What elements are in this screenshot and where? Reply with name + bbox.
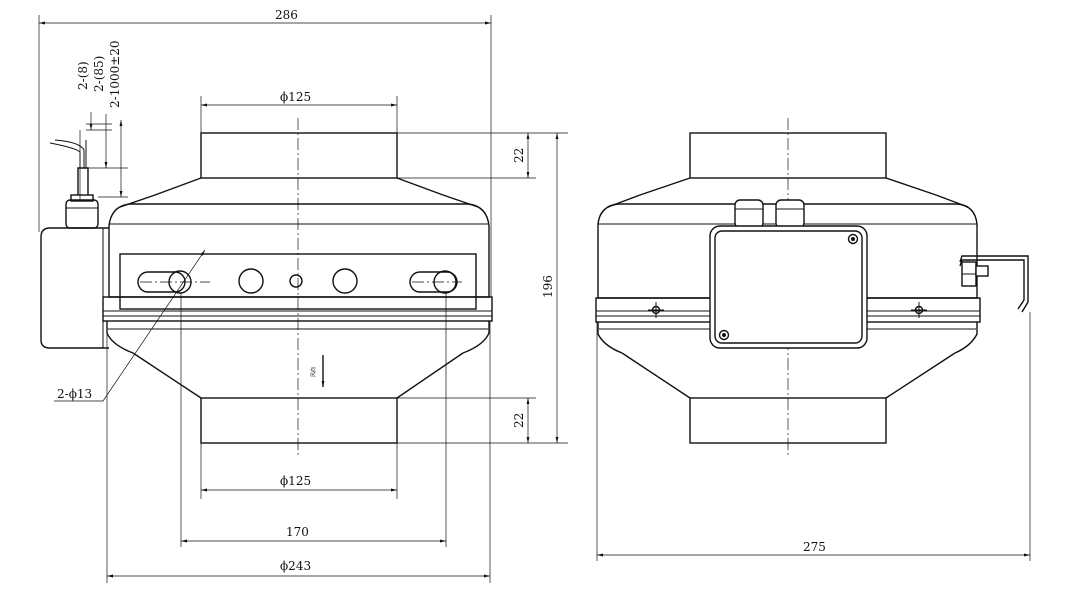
leader-mount-holes bbox=[54, 249, 206, 402]
dim-275: 275 bbox=[803, 540, 826, 554]
front-lower-cone bbox=[132, 352, 464, 399]
side-terminal-screw-bl bbox=[718, 329, 730, 341]
flow-arrow-label: 风向 bbox=[310, 367, 317, 377]
front-lower-body bbox=[106, 321, 490, 354]
front-plate-hole-right bbox=[332, 268, 358, 294]
front-cable bbox=[77, 167, 89, 195]
side-lower-body bbox=[597, 322, 978, 354]
dim-286: 286 bbox=[275, 8, 298, 22]
front-plate-hole-left bbox=[238, 268, 264, 294]
side-terminal-screw-tr bbox=[847, 233, 859, 245]
front-body-shell bbox=[108, 203, 490, 298]
front-cable-gland-nut bbox=[70, 194, 94, 202]
front-cable-gland bbox=[65, 199, 99, 229]
dim-phi243: ϕ243 bbox=[280, 559, 311, 573]
front-upper-cone bbox=[119, 177, 479, 208]
dim-cable-3: 2-1000±20 bbox=[108, 40, 122, 108]
front-cable-wires bbox=[49, 139, 87, 168]
front-terminal-box bbox=[40, 227, 109, 349]
front-dimensions: 286 ϕ125 ϕ125 170 ϕ243 196 22 22 bbox=[38, 8, 568, 583]
side-upper-cone bbox=[607, 177, 969, 208]
front-bottom-collar bbox=[200, 397, 398, 444]
dim-phi125-bottom: ϕ125 bbox=[280, 474, 311, 488]
side-view bbox=[595, 118, 1029, 455]
dim-22-top: 22 bbox=[512, 148, 526, 163]
dim-2-phi13: 2-ϕ13 bbox=[57, 387, 92, 401]
side-terminal-box-lid bbox=[714, 230, 863, 344]
dim-196: 196 bbox=[541, 275, 555, 298]
dim-cable-2: 2-(85) bbox=[92, 56, 106, 92]
dim-cable-1: 2-(8) bbox=[76, 61, 90, 90]
dim-phi125-top: ϕ125 bbox=[280, 90, 311, 104]
side-cable-gland-right bbox=[775, 199, 805, 229]
front-view: 风向 bbox=[40, 118, 493, 455]
side-terminal-box bbox=[709, 225, 868, 349]
side-cable-gland-left bbox=[734, 199, 764, 229]
dim-170: 170 bbox=[286, 525, 309, 539]
dim-22-bottom: 22 bbox=[512, 413, 526, 428]
side-dimensions: 275 bbox=[596, 312, 1031, 561]
front-plate-hole-center bbox=[289, 274, 303, 288]
side-lower-cone bbox=[621, 352, 956, 399]
front-top-collar bbox=[200, 132, 398, 179]
